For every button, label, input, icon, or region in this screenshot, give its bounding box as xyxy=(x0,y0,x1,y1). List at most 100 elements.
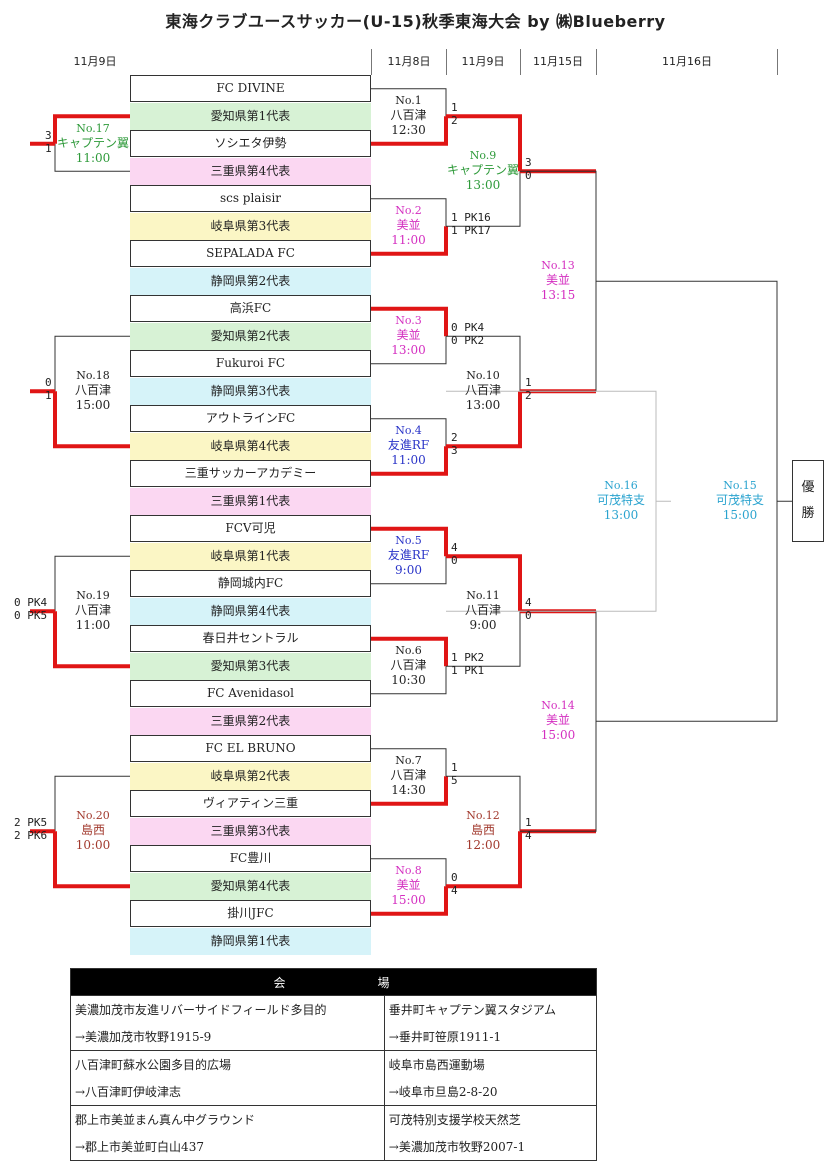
champion-char: 勝 xyxy=(801,506,815,521)
match-venue: 可茂特支 xyxy=(596,493,645,508)
score-a: 1 PK2 xyxy=(451,651,485,665)
venue-name: 美濃加茂市友進リバーサイドフィールド多目的 xyxy=(70,995,385,1023)
score-a: 3 xyxy=(525,156,532,170)
match-venue: 美並 xyxy=(545,713,570,728)
match-venue: 八百津 xyxy=(464,603,501,618)
match-time: 9:00 xyxy=(395,563,422,578)
match-venue: キャプテン翼 xyxy=(447,163,520,178)
winner-path xyxy=(371,116,448,146)
date-round-final: 11月16日 xyxy=(662,55,712,68)
score-a: 0 PK4 xyxy=(451,321,485,335)
score-b: 4 xyxy=(451,884,458,898)
match-time: 13:00 xyxy=(603,508,639,523)
winner-path xyxy=(371,636,448,667)
winner-path xyxy=(53,611,130,669)
match-time: 11:00 xyxy=(391,233,426,248)
seed-slot: 岐阜県第3代表 xyxy=(130,212,371,240)
score-b: 0 xyxy=(525,609,532,623)
match-no: No.4 xyxy=(395,424,422,438)
team-slot: FC豊川 xyxy=(130,845,371,872)
bracket-line xyxy=(446,775,521,832)
winner-path xyxy=(446,831,522,889)
score-a: 2 PK5 xyxy=(14,816,48,830)
team-slot: 静岡城内FC xyxy=(130,570,371,597)
team-slot: FC EL BRUNO xyxy=(130,735,371,762)
match-no: No.10 xyxy=(466,369,500,383)
match-time: 13:00 xyxy=(465,398,501,413)
venue-address: →美濃加茂市牧野2007-1 xyxy=(383,1133,598,1161)
team-slot: 掛川JFC xyxy=(130,900,371,927)
score-a: 1 xyxy=(525,376,532,390)
venue-name: 八百津町蘇水公園多目的広場 xyxy=(70,1050,385,1078)
match-no: No.2 xyxy=(395,204,422,218)
winner-path xyxy=(446,114,522,172)
match-time: 13:00 xyxy=(465,178,501,193)
match-time: 10:30 xyxy=(391,673,426,688)
match-no: No.11 xyxy=(466,589,500,603)
match-time: 15:00 xyxy=(722,508,758,523)
date-separator xyxy=(596,49,597,75)
score-b: 0 PK2 xyxy=(451,334,485,348)
score-a: 1 xyxy=(451,761,458,775)
match-venue: キャプテン翼 xyxy=(57,135,130,150)
seed-slot: 岐阜県第2代表 xyxy=(130,762,371,790)
winner-path xyxy=(446,391,522,449)
bracket-line xyxy=(54,775,130,832)
match-no: No.1 xyxy=(395,94,422,108)
score-a: 0 xyxy=(45,376,52,390)
score-a: 3 xyxy=(45,128,52,142)
seed-slot: 静岡県第4代表 xyxy=(130,597,371,625)
venue-address: →岐阜市旦島2-8-20 xyxy=(383,1078,598,1106)
winner-path xyxy=(371,776,448,806)
seed-slot: 三重県第3代表 xyxy=(130,817,371,845)
match-no: No.16 xyxy=(604,479,638,493)
date-separator xyxy=(520,49,521,75)
score-b: 2 xyxy=(525,389,532,403)
score-a: 2 xyxy=(451,431,458,445)
date-round-left: 11月9日 xyxy=(73,55,117,68)
winner-path xyxy=(371,526,448,557)
score-b: 3 xyxy=(451,444,458,458)
score-b: 2 xyxy=(451,114,458,128)
match-venue: 島西 xyxy=(80,823,105,838)
score-a: 1 xyxy=(525,816,532,830)
venue-address: →郡上市美並町白山437 xyxy=(70,1133,385,1161)
match-time: 11:00 xyxy=(75,618,111,633)
venue-address: →美濃加茂市牧野1915-9 xyxy=(70,1023,385,1051)
score-b: 0 PK5 xyxy=(14,609,48,623)
score-b: 0 xyxy=(525,169,532,183)
match-venue: 八百津 xyxy=(464,383,501,398)
score-b: 1 xyxy=(45,389,52,403)
match-venue: 八百津 xyxy=(74,603,111,618)
champion-box: 優 勝 xyxy=(792,460,824,542)
seed-slot: 静岡県第1代表 xyxy=(130,927,371,955)
match-time: 10:00 xyxy=(75,838,111,853)
match-time: 12:00 xyxy=(465,838,501,853)
seed-slot: 三重県第1代表 xyxy=(130,487,371,515)
match-venue: 美並 xyxy=(545,273,570,288)
score-b: 1 PK17 xyxy=(451,224,491,238)
team-slot: FC Avenidasol xyxy=(130,680,371,707)
score-a: 1 xyxy=(451,101,458,115)
match-no: No.5 xyxy=(395,534,422,548)
match-time: 11:00 xyxy=(75,150,111,165)
team-slot: 春日井セントラル xyxy=(130,625,371,652)
match-no: No.8 xyxy=(395,864,422,878)
venue-name: 郡上市美並まん真ん中グラウンド xyxy=(70,1105,385,1133)
match-no: No.18 xyxy=(76,369,110,383)
bracket-line xyxy=(371,198,447,227)
winner-path xyxy=(446,554,522,612)
score-b: 1 PK1 xyxy=(451,664,485,678)
match-venue: 八百津 xyxy=(390,768,427,783)
match-no: No.14 xyxy=(541,699,575,713)
